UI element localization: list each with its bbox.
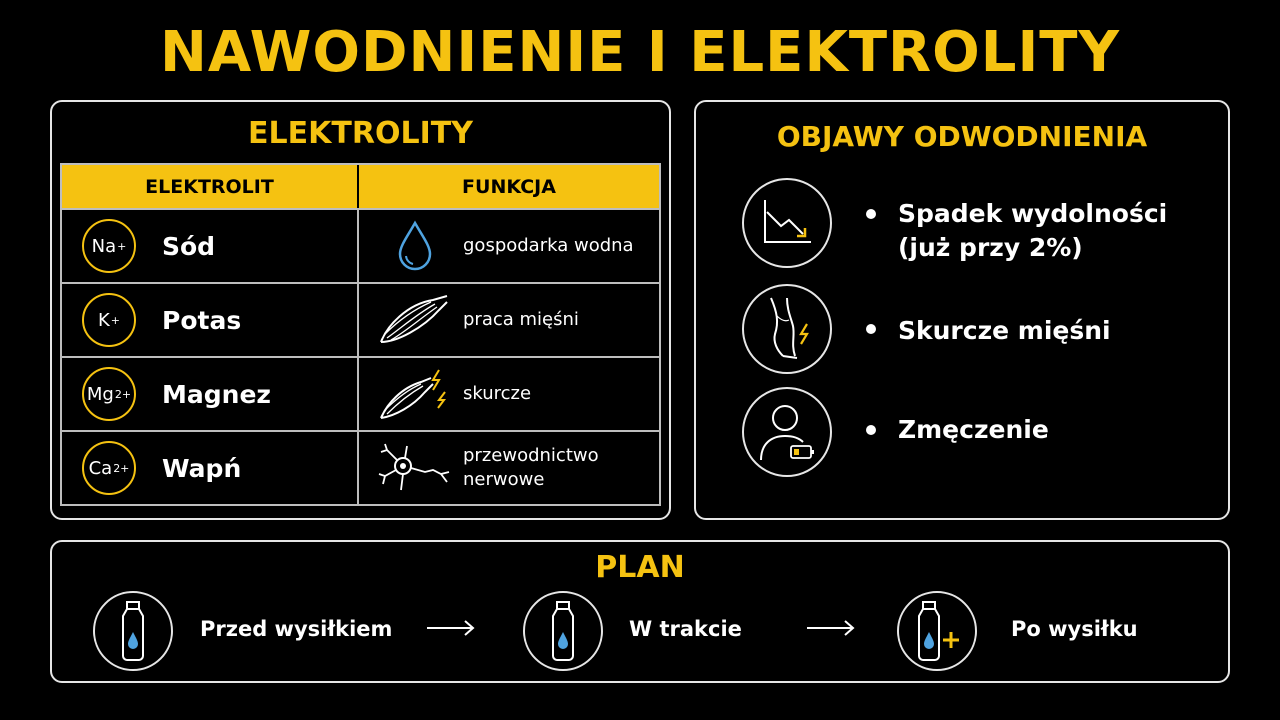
tired-person-low-battery-icon <box>742 387 832 477</box>
declining-chart-icon <box>742 178 832 268</box>
plan-step-label: W trakcie <box>629 617 742 641</box>
page-title: NAWODNIENIE I ELEKTROLITY <box>159 20 1121 85</box>
plan-heading: PLAN <box>595 550 685 585</box>
water-bottle-icon <box>523 591 603 671</box>
column-header-electrolyte: ELEKTROLIT <box>62 165 359 208</box>
arrow-right-icon <box>807 620 855 636</box>
electrolyte-name: Wapń <box>162 453 242 483</box>
column-header-function: FUNKCJA <box>462 175 556 198</box>
symptoms-heading: OBJAWY ODWODNIENIA <box>776 120 1148 153</box>
muscle-icon <box>375 290 455 350</box>
table-row: Na+ Sód gospodarka wodna <box>62 208 659 282</box>
electrolytes-panel: ELEKTROLITY <box>50 100 671 520</box>
water-drop-icon <box>375 216 455 276</box>
function-text: przewodnictwo nerwowe <box>463 445 599 490</box>
water-bottle-plus-icon <box>897 591 977 671</box>
water-bottle-icon <box>93 591 173 671</box>
symptoms-panel: OBJAWY ODWODNIENIA <box>694 100 1230 520</box>
bullet-dot <box>866 324 876 334</box>
bullet-dot <box>866 209 876 219</box>
function-text: gospodarka wodna <box>463 235 634 256</box>
table-row: K+ Potas praca mięśni <box>62 282 659 356</box>
table-header: ELEKTROLIT FUNKCJA <box>62 165 659 208</box>
symptom-text: Skurcze mięśni <box>898 316 1111 345</box>
function-text: praca mięśni <box>463 309 579 330</box>
electrolyte-name: Potas <box>162 305 242 335</box>
arrow-right-icon <box>427 620 475 636</box>
plan-step-label: Po wysiłku <box>1011 617 1138 641</box>
neuron-icon <box>375 438 455 498</box>
plan-step-label: Przed wysiłkiem <box>200 617 393 641</box>
electrolyte-name: Magnez <box>162 379 271 409</box>
sodium-badge: Na+ <box>82 219 136 273</box>
potassium-badge: K+ <box>82 293 136 347</box>
muscle-cramp-icon <box>375 364 455 424</box>
electrolytes-heading: ELEKTROLITY <box>248 116 473 151</box>
plan-panel: PLAN <box>50 540 1230 683</box>
electrolyte-name: Sód <box>162 231 216 261</box>
electrolytes-table: ELEKTROLIT FUNKCJA Na+ Sód gospodarka wo… <box>60 163 661 506</box>
symptom-text: Spadek wydolności (już przy 2%) <box>898 199 1168 262</box>
leg-cramp-icon <box>742 284 832 374</box>
function-text: skurcze <box>463 383 532 404</box>
bullet-dot <box>866 425 876 435</box>
symptom-text: Zmęczenie <box>898 415 1049 444</box>
